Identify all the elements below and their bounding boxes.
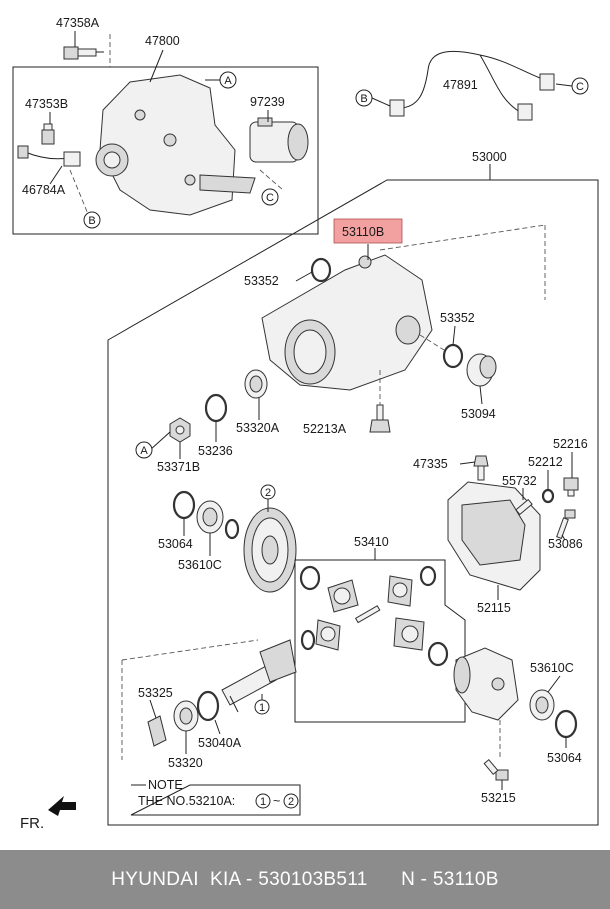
bearing-53610C-left-part: [196, 500, 224, 534]
label-53064-right: 53064: [547, 751, 582, 765]
sensor-47353B-part: [41, 123, 55, 145]
bolt-53215-part: [483, 759, 509, 781]
diff-case-part: [453, 647, 519, 721]
callout-2: 2: [260, 484, 276, 500]
transfer-case-47800-part: [95, 74, 256, 216]
callout-C-harness: C: [571, 77, 589, 95]
spacer-53040A-part: [196, 690, 220, 722]
plug-47335-part: [473, 455, 489, 481]
label-52216: 52216: [553, 437, 588, 451]
label-53320A: 53320A: [236, 421, 280, 435]
label-52115: 52115: [477, 601, 511, 615]
label-47358A: 47358A: [56, 16, 100, 30]
spacer-53236-part: [204, 393, 228, 423]
footer-banner: HYUNDAI KIA - 530103B511 N - 53110B: [0, 850, 610, 909]
diff-gear-set-53410-part: [299, 565, 449, 667]
label-52213A: 52213A: [303, 422, 347, 436]
bolt-53086-part: [556, 509, 576, 540]
diff-gear-set-frame: [294, 559, 466, 723]
note-range-start: 1: [260, 796, 266, 808]
label-53352-lower: 53352: [440, 311, 475, 325]
plug-52216-part: [563, 477, 579, 497]
label-97239: 97239: [250, 95, 285, 109]
cover-52115-part: [447, 481, 541, 591]
label-52212: 52212: [528, 455, 563, 469]
harness-47891-part: [389, 50, 555, 121]
actuator-97239-part: [249, 117, 309, 163]
label-53236: 53236: [198, 444, 233, 458]
fr-label: FR.: [20, 815, 44, 832]
callout-1: 1: [254, 699, 270, 715]
callout-B-upper: B: [83, 211, 101, 229]
label-53320: 53320: [168, 756, 203, 770]
svg-text:A: A: [140, 445, 148, 457]
svg-text:C: C: [266, 192, 274, 204]
label-53094: 53094: [461, 407, 496, 421]
svg-text:2: 2: [265, 487, 271, 499]
label-47353B: 47353B: [25, 97, 68, 111]
svg-text:C: C: [576, 81, 584, 93]
label-53610C-left: 53610C: [178, 558, 222, 572]
label-55732: 55732: [502, 474, 537, 488]
note-text: THE NO.53210A:: [138, 794, 235, 808]
note-title: NOTE: [148, 778, 183, 792]
label-53215: 53215: [481, 791, 516, 805]
label-53000: 53000: [472, 150, 507, 164]
upper-group-frame: [12, 66, 319, 235]
washer-52212-part: [541, 488, 555, 504]
seal-53352-upper-part: [310, 257, 332, 283]
label-53040A: 53040A: [198, 736, 242, 750]
ring-gear-part: [243, 507, 297, 593]
note-box: NOTE THE NO.53210A: 1 ~ 2: [130, 778, 301, 816]
label-53086: 53086: [548, 537, 583, 551]
front-arrow-icon: [48, 796, 76, 816]
main-group-frame: [107, 179, 599, 826]
label-53110B: 53110B: [342, 225, 384, 239]
seal-53064-right-part: [554, 709, 578, 739]
harness-46784A-part: [17, 145, 81, 167]
label-53610C-right: 53610C: [530, 661, 574, 675]
svg-text:1: 1: [259, 702, 265, 714]
label-53410: 53410: [354, 535, 389, 549]
bearing-53320-part: [173, 700, 199, 732]
exploded-parts-diagram: 47358A 47800 47353B 97239 46784A 47891 5…: [12, 16, 599, 832]
pin-55732-part: [515, 498, 533, 516]
label-53064-left: 53064: [158, 537, 193, 551]
cup-53325-part: [147, 715, 167, 747]
carrier-53110B-part: [261, 254, 433, 391]
callout-A-lower: A: [135, 441, 153, 459]
label-53371B: 53371B: [157, 460, 200, 474]
footer-part-text: HYUNDAI KIA - 530103B511 N - 53110B: [111, 868, 499, 890]
seal-53064-left-part: [172, 490, 196, 520]
label-47800: 47800: [145, 34, 180, 48]
label-47891: 47891: [443, 78, 478, 92]
label-46784A: 46784A: [22, 183, 66, 197]
note-range-end: 2: [288, 796, 294, 808]
nut-53371B-part: [169, 417, 191, 443]
pinion-shaft-part: [221, 639, 297, 713]
callout-A-upper: A: [219, 71, 237, 89]
flange-53094-part: [466, 353, 497, 387]
bearing-53610C-right-part: [529, 689, 555, 721]
plug-52213A-part: [369, 404, 391, 433]
note-tilde: ~: [273, 794, 280, 808]
bolt-47358A-part: [63, 46, 104, 60]
label-53352-upper: 53352: [244, 274, 279, 288]
svg-text:A: A: [224, 75, 232, 87]
callout-B-harness: B: [355, 89, 373, 107]
callout-C-upper: C: [261, 188, 279, 206]
bearing-53320A-part: [244, 369, 268, 399]
seal-53352-lower-part: [442, 343, 464, 369]
highlight-box: [333, 218, 403, 244]
svg-text:B: B: [360, 93, 367, 105]
label-47335: 47335: [413, 457, 448, 471]
label-53325: 53325: [138, 686, 173, 700]
svg-text:B: B: [88, 215, 95, 227]
